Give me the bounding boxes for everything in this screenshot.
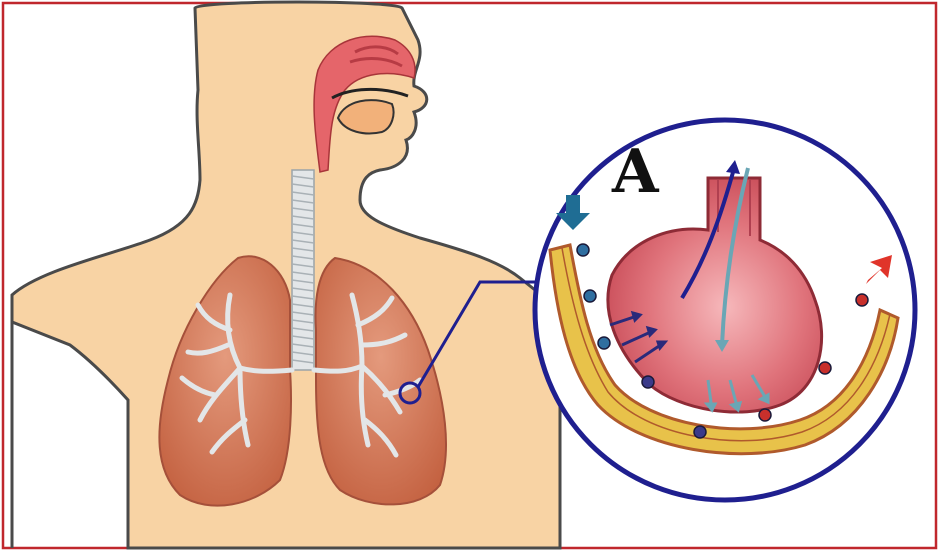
zoom-label: A — [611, 137, 660, 207]
trachea — [292, 170, 314, 370]
